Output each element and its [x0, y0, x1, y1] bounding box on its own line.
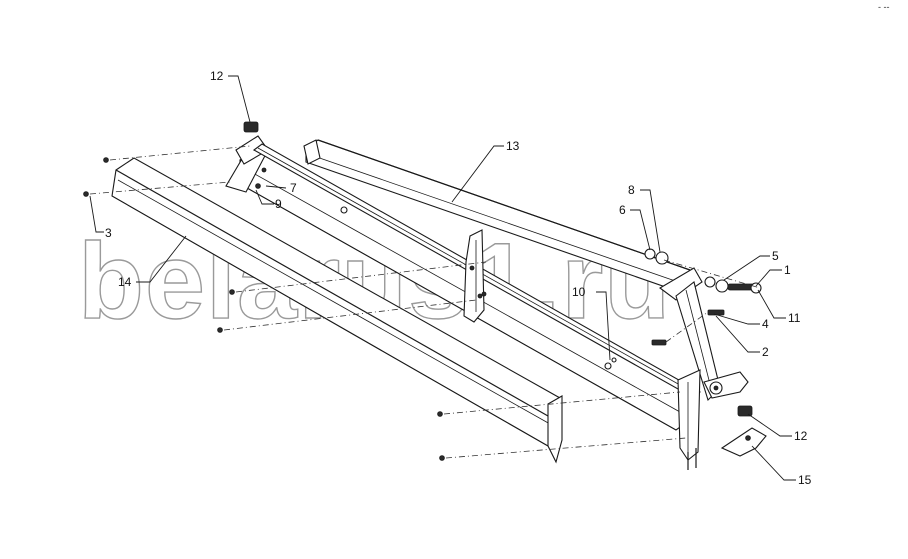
right-fasteners: [644, 248, 762, 346]
pad-12-top: [243, 121, 259, 133]
callout-10: 10: [572, 285, 586, 299]
callout-9: 9: [275, 197, 282, 211]
corner-mark: - --: [878, 2, 890, 12]
callout-11: 11: [788, 311, 801, 325]
callout-7: 7: [290, 181, 297, 195]
callout-labels: 12 7 9 3 14 13 8 6 10 5 1 4 11 2 12 15: [105, 69, 812, 487]
callout-6: 6: [619, 203, 626, 217]
assembly-lines: [89, 145, 761, 459]
callout-14: 14: [118, 275, 132, 289]
callout-13: 13: [506, 139, 520, 153]
bolts: [83, 157, 617, 461]
middle-plate: [463, 229, 485, 323]
callout-4: 4: [762, 317, 769, 331]
callout-5: 5: [772, 249, 779, 263]
right-frame: [659, 267, 749, 470]
callout-12-right: 12: [794, 429, 808, 443]
callout-2: 2: [762, 345, 769, 359]
callout-1: 1: [784, 263, 791, 277]
callout-15: 15: [798, 473, 812, 487]
shield-panel: [111, 157, 563, 464]
plate-15: [720, 427, 767, 457]
upper-brace: [303, 139, 691, 293]
pad-12-right: [737, 405, 753, 417]
leader-lines: [89, 75, 796, 481]
callout-12-top: 12: [210, 69, 224, 83]
callout-8: 8: [628, 183, 635, 197]
callout-3: 3: [105, 226, 112, 240]
